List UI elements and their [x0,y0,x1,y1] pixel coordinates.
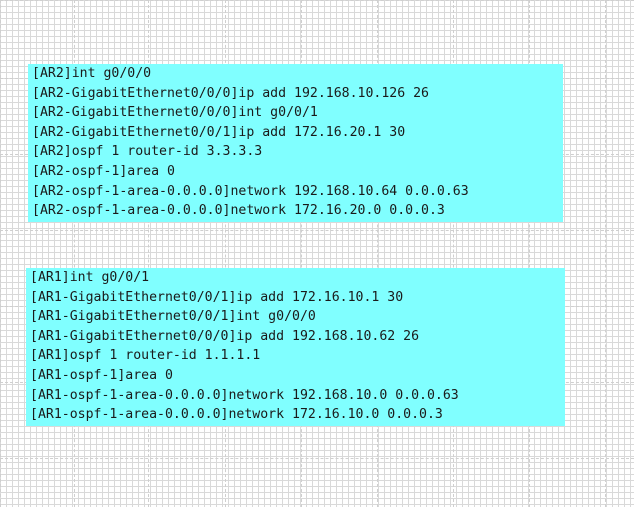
config-line: [AR1-GigabitEthernet0/0/1]ip add 172.16.… [30,289,404,305]
config-line: [AR1-ospf-1]area 0 [30,367,173,383]
config-line: [AR1]int g0/0/1 [30,270,150,285]
config-line: [AR2-ospf-1]area 0 [32,163,175,179]
grid-line [0,0,1,507]
grid-line [0,230,634,231]
ar1-config-block: [AR1]int g0/0/1 [AR1-GigabitEthernet0/0/… [26,268,565,426]
grid-line [0,0,634,1]
config-line: [AR2]ospf 1 router-id 3.3.3.3 [32,144,263,160]
config-line: [AR2-GigabitEthernet0/0/0]int g0/0/1 [32,105,318,121]
config-line: [AR2-GigabitEthernet0/0/1]ip add 172.16.… [32,124,406,140]
ar2-config-block: [AR2]int g0/0/0 [AR2-GigabitEthernet0/0/… [28,64,563,222]
config-line: [AR2-ospf-1-area-0.0.0.0]network 192.168… [32,183,469,199]
config-line: [AR1-ospf-1-area-0.0.0.0]network 172.16.… [30,407,443,423]
grid-line [605,0,606,507]
config-line: [AR2-ospf-1-area-0.0.0.0]network 172.16.… [32,203,445,219]
config-line: [AR1-GigabitEthernet0/0/1]int g0/0/0 [30,309,316,325]
config-line: [AR1-ospf-1-area-0.0.0.0]network 192.168… [30,387,459,403]
config-line: [AR1-GigabitEthernet0/0/0]ip add 192.168… [30,328,420,344]
config-line: [AR2]int g0/0/0 [32,66,152,81]
config-line: [AR2-GigabitEthernet0/0/0]ip add 192.168… [32,85,429,101]
config-line: [AR1]ospf 1 router-id 1.1.1.1 [30,348,261,364]
grid-line [0,458,634,459]
